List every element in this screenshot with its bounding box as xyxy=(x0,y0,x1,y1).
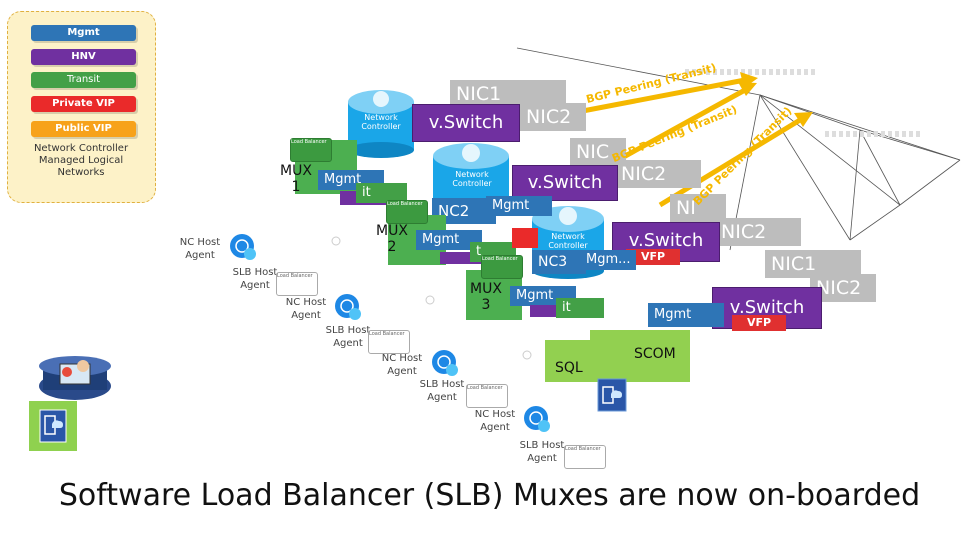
nc-host-agent-icon-1 xyxy=(230,234,256,260)
mux-3-transit-bar: it xyxy=(556,298,604,318)
legend-panel: Mgmt HNV Transit Private VIP Public VIP xyxy=(7,11,156,203)
nc-host-agent-label-1: NC Host Agent xyxy=(179,237,221,261)
legend-mgmt: Mgmt xyxy=(31,25,136,41)
slb-host-agent-label-2: SLB Host Agent xyxy=(325,325,371,349)
slide-title: Software Load Balancer (SLB) Muxes are n… xyxy=(58,478,921,513)
nic1-host-d: NIC1 xyxy=(765,250,861,278)
slb-host-agent-card-2: Load Balancer xyxy=(368,330,410,354)
mux-1-label: MUX 1 xyxy=(280,163,312,195)
scom-server-box: SCOM xyxy=(590,330,690,382)
nc-host-agent-icon-4 xyxy=(524,406,550,432)
vswitch-b: v.Switch xyxy=(512,165,618,201)
vfp-c: VFP xyxy=(626,249,680,265)
slb-host-agent-label-3: SLB Host Agent xyxy=(419,379,465,403)
nic2-host-b: NIC2 xyxy=(615,160,701,188)
legend-public-vip: Public VIP xyxy=(31,121,136,137)
nc-host-agent-icon-2 xyxy=(335,294,361,320)
slb-badge-1: Load Balancer xyxy=(290,138,332,162)
mux-2-mgmt-bar: Mgmt xyxy=(416,230,482,250)
tablet-cloud-icon xyxy=(29,401,77,451)
admin-user-icon xyxy=(39,356,111,400)
slb-host-agent-card-4: Load Balancer xyxy=(564,445,606,469)
slb-host-agent-label-1: SLB Host Agent xyxy=(232,267,278,291)
slb-host-agent-card-3: Load Balancer xyxy=(466,384,508,408)
server-icon xyxy=(597,378,627,412)
slb-badge-2: Load Balancer xyxy=(386,200,428,224)
nc-host-agent-label-4: NC Host Agent xyxy=(474,409,516,433)
legend-caption: Network Controller Managed Logical Netwo… xyxy=(33,143,129,178)
slb-host-agent-label-4: SLB Host Agent xyxy=(519,440,565,464)
legend-private-vip: Private VIP xyxy=(31,96,136,112)
mux-2-label: MUX 2 xyxy=(376,223,408,255)
slb-host-agent-card-1: Load Balancer xyxy=(276,272,318,296)
network-controller-label-3: Network Controller xyxy=(548,232,588,250)
mux-2-private-vip-bar xyxy=(512,228,538,248)
mgmt-bar-4: Mgm... xyxy=(580,250,636,270)
nc-host-agent-label-2: NC Host Agent xyxy=(285,297,327,321)
nic2-host-a: NIC2 xyxy=(520,103,586,131)
nc-host-agent-label-3: NC Host Agent xyxy=(381,353,423,377)
slb-badge-3: Load Balancer xyxy=(481,255,523,279)
legend-hnv: HNV xyxy=(31,49,136,65)
mgmt-bar-2: Mgmt xyxy=(486,196,552,216)
sql-label: SQL xyxy=(555,360,583,376)
network-controller-icon-1 xyxy=(348,90,414,158)
nic2-host-c: NIC2 xyxy=(715,218,801,246)
nic1-host-c: NI xyxy=(670,194,726,222)
mgmt-bar-side: Mgmt xyxy=(648,303,724,327)
legend-transit: Transit xyxy=(31,72,136,88)
mux-1-transit-bar: it xyxy=(356,183,407,203)
network-controller-label-2: Network Controller xyxy=(452,170,492,188)
nic3-mid: NC3 xyxy=(532,250,586,274)
nc-host-agent-icon-3 xyxy=(432,350,458,376)
scom-label: SCOM xyxy=(634,346,676,362)
network-controller-label-1: Network Controller xyxy=(361,113,401,131)
vswitch-a: v.Switch xyxy=(412,104,520,142)
vfp-d: VFP xyxy=(732,315,786,331)
mux-3-label: MUX 3 xyxy=(470,281,502,313)
